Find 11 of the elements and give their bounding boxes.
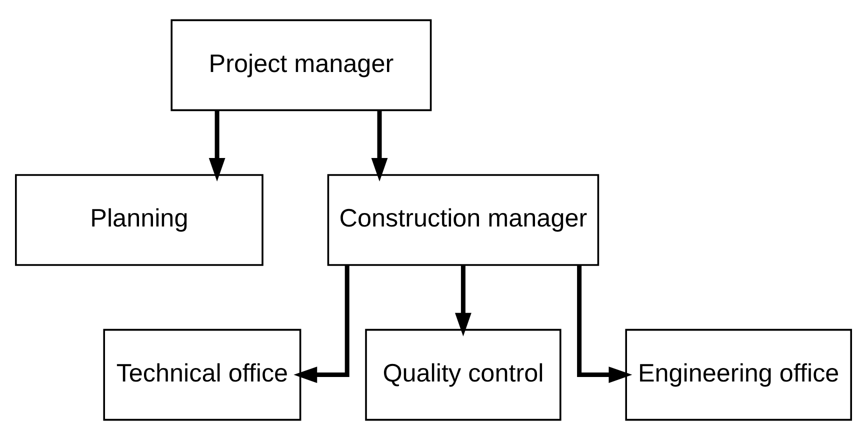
node-box: Project manager [170, 19, 432, 112]
node-box: Technical office [103, 328, 302, 421]
node-box: Construction manager [327, 174, 600, 266]
node-box: Quality control [365, 328, 562, 421]
arrow [208, 110, 226, 182]
node-box: Engineering office [625, 328, 852, 421]
arrow [371, 110, 388, 182]
arrow [294, 266, 350, 384]
arrow [577, 266, 632, 384]
node-box: Planning [15, 174, 264, 266]
arrow [454, 266, 472, 336]
